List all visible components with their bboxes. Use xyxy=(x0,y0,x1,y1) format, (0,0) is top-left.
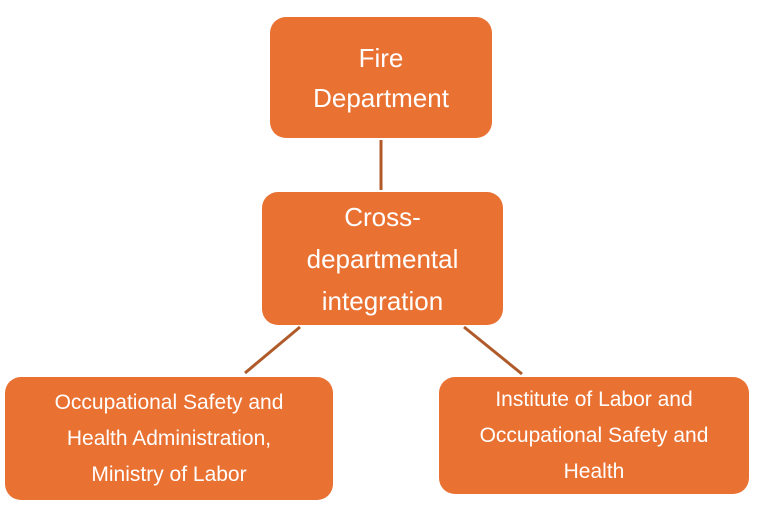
node-text-line: Fire xyxy=(358,42,404,73)
node-institute-labor-osh: Institute of Labor and Occupational Safe… xyxy=(439,377,749,494)
node-text-line: Health xyxy=(563,459,625,483)
connector-middle-right xyxy=(463,325,523,376)
node-text-line: Occupational Safety and xyxy=(54,390,284,414)
node-text-line: departmental xyxy=(306,243,459,274)
connector-middle-left xyxy=(244,325,301,375)
node-text-line: Cross- xyxy=(344,201,421,232)
node-text-line: integration xyxy=(321,285,444,316)
node-cross-departmental-integration: Cross- departmental integration xyxy=(262,192,503,325)
node-text-line: Ministry of Labor xyxy=(91,462,247,486)
node-text-line: Health Administration, xyxy=(66,426,272,450)
node-text-line: Institute of Labor and xyxy=(495,387,693,411)
node-osha-ministry-of-labor: Occupational Safety and Health Administr… xyxy=(5,377,333,500)
node-text-line: Occupational Safety and xyxy=(479,423,709,447)
node-fire-department: Fire Department xyxy=(270,17,492,138)
node-text-line: Department xyxy=(313,82,449,113)
